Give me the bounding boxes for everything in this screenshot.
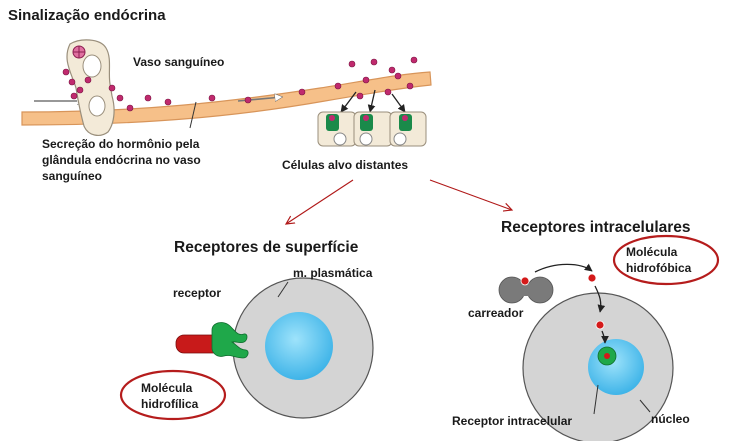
carrier-protein (498, 276, 554, 304)
nucleus-label: núcleo (651, 412, 690, 426)
hydrophobic-molecule-path (534, 263, 609, 344)
endocrine-gland (66, 39, 115, 136)
branch-arrows (286, 179, 512, 224)
hydrophobic-molecule-label: Molécula hidrofóbica (626, 245, 692, 275)
hydrophobic-highlight (612, 234, 720, 286)
target-cells-label: Células alvo distantes (282, 158, 409, 172)
distant-target-cells (317, 111, 427, 147)
hydrophilic-molecule-label: Molécula hidrofílica (141, 381, 199, 411)
hormone-release-arrows (340, 89, 406, 113)
intracellular-receptor-label: Receptor intracelular (452, 414, 573, 428)
surface-receptor-cell (175, 277, 374, 419)
carrier-label: carreador (468, 306, 524, 320)
secretion-label: Secreção do hormônio pela glândula endóc… (42, 137, 201, 183)
intracellular-receptors-heading: Receptores intracelulares (501, 219, 691, 236)
hormone-particles (62, 56, 418, 112)
diagram-title: Sinalização endócrina (8, 7, 166, 24)
hydrophilic-highlight (119, 369, 227, 421)
plasma-membrane-label: m. plasmática (293, 266, 373, 280)
receptor-label: receptor (173, 286, 222, 300)
intracellular-receptor-cell (522, 292, 674, 441)
surface-receptors-heading: Receptores de superfície (174, 239, 359, 256)
blood-vessel-label: Vaso sanguíneo (133, 55, 225, 69)
